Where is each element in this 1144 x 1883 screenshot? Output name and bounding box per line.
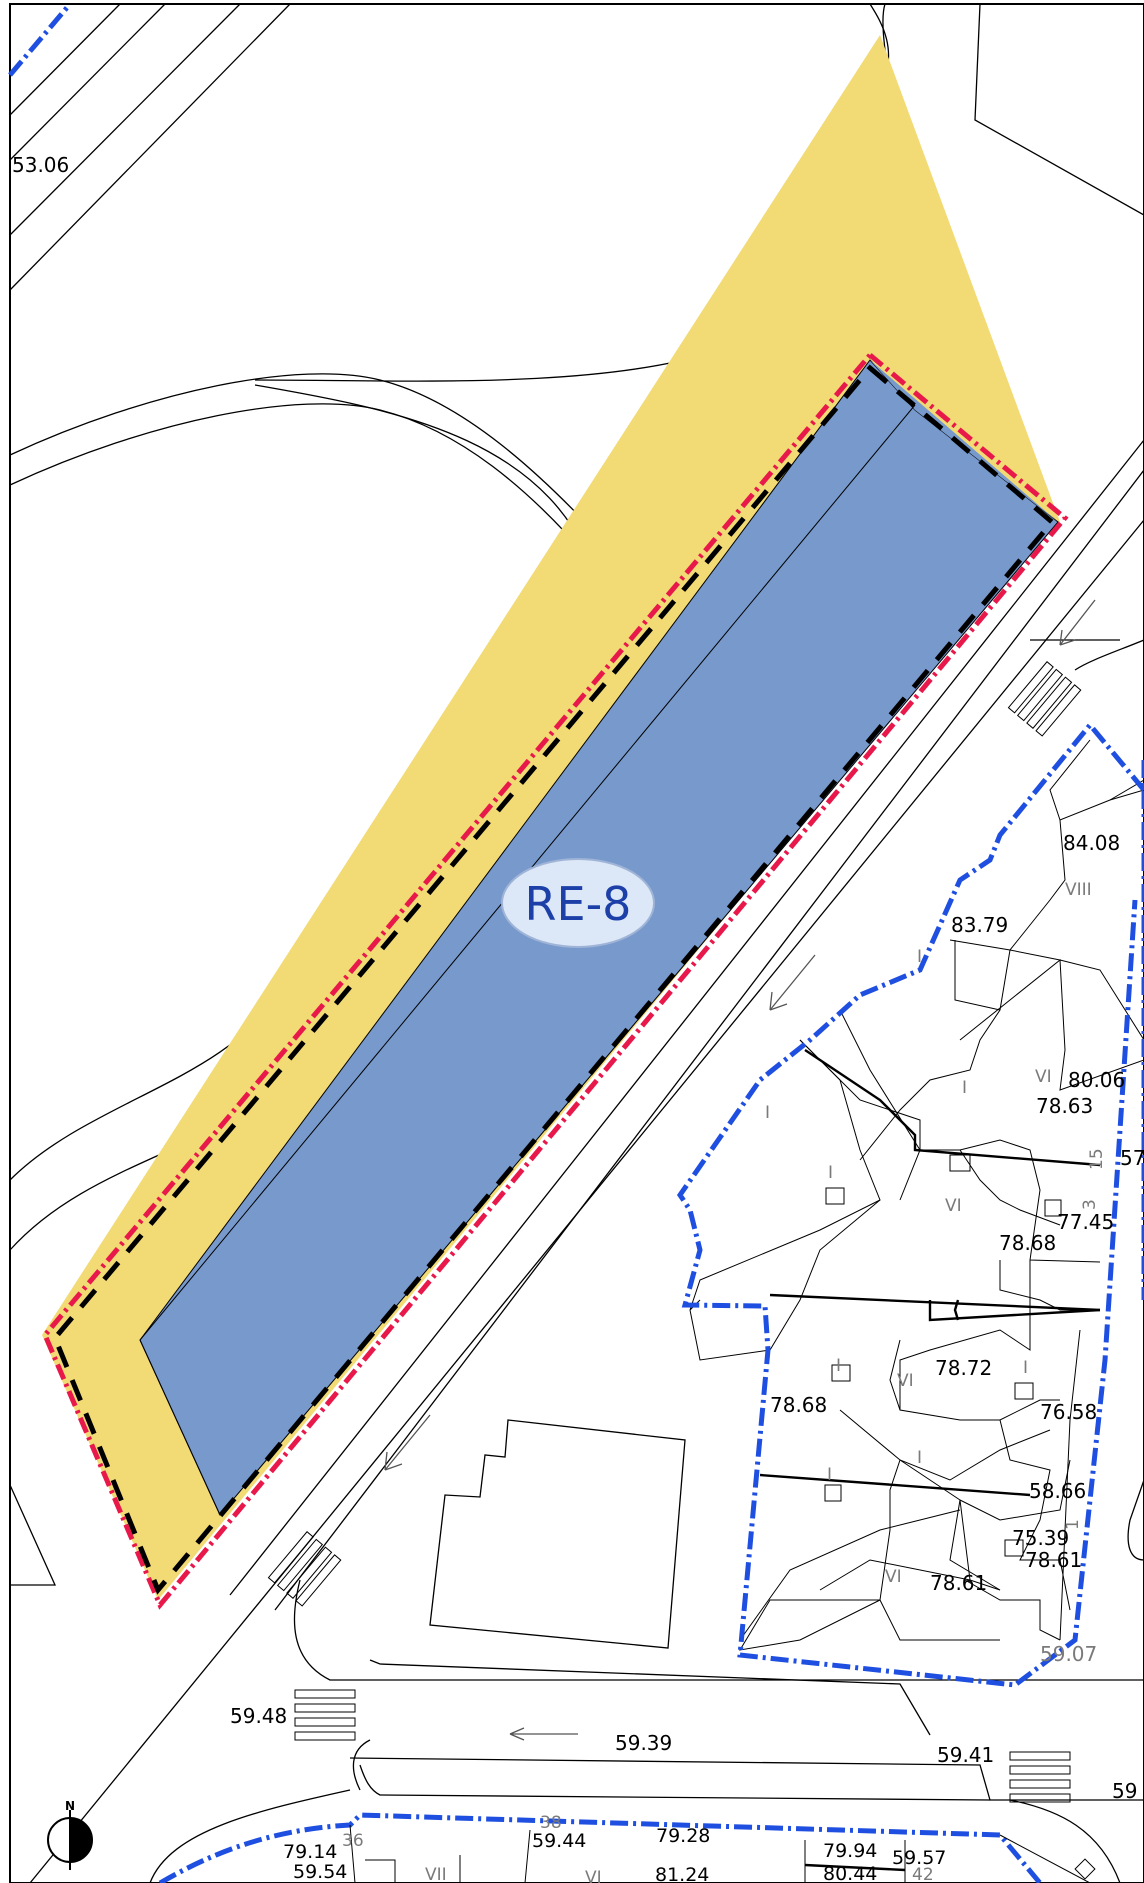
elevation-label: 84.08 xyxy=(1063,831,1120,855)
elevation-label: 79.14 xyxy=(283,1841,337,1863)
plot-label: RE-8 xyxy=(525,877,632,931)
plot-label-bubble xyxy=(501,858,655,948)
floor-label: I xyxy=(827,1465,832,1485)
north-arrow: N xyxy=(47,1799,93,1870)
diagonal-streets xyxy=(29,439,1144,1883)
elevation-label: 78.68 xyxy=(770,1393,827,1417)
elevation-label: 78.63 xyxy=(1036,1094,1093,1118)
floor-label: I xyxy=(828,1163,833,1183)
street-number: 57 xyxy=(1120,1146,1144,1170)
elevation-label: 59.48 xyxy=(230,1704,287,1728)
elevation-label: 80.06 xyxy=(1068,1068,1125,1092)
floor-label: VIII xyxy=(1065,880,1092,900)
elevation-label: 79.94 xyxy=(823,1840,877,1862)
elevation-label: 78.61 xyxy=(1025,1548,1082,1572)
elevation-label: 59.54 xyxy=(293,1861,347,1883)
floor-label: I xyxy=(917,1448,922,1468)
elevation-label: 78.72 xyxy=(935,1356,992,1380)
elevation-label: 59 xyxy=(1112,1779,1137,1803)
elevation-label: 76.58 xyxy=(1040,1400,1097,1424)
street-number: 3 xyxy=(1080,1199,1100,1210)
north-letter: N xyxy=(65,1799,75,1813)
floor-label: I xyxy=(917,947,922,967)
floor-label: VII xyxy=(425,1865,447,1883)
elevation-label: 83.79 xyxy=(951,913,1008,937)
plot-re8: RE-8 xyxy=(42,35,1069,1610)
floor-label: VI xyxy=(945,1196,962,1216)
street-numbers: 15 3 1 38 36 42 57 xyxy=(342,1146,1144,1883)
traffic-arrows xyxy=(384,599,1096,1741)
elevation-label: 53.06 xyxy=(12,153,69,177)
block-bottom xyxy=(349,1824,1096,1883)
elevation-label: 79.28 xyxy=(656,1825,710,1847)
building-outline xyxy=(429,1419,686,1649)
elevation-label: 81.24 xyxy=(655,1864,709,1883)
street-number: 36 xyxy=(342,1831,364,1851)
floor-label: I xyxy=(836,1356,841,1376)
floor-labels: VIII I VI I I I VI I VI I I I VI VII VI xyxy=(425,880,1092,1883)
floor-label: VI xyxy=(585,1868,602,1883)
elevation-labels: 53.06 84.08 83.79 80.06 78.63 77.45 78.6… xyxy=(12,153,1137,1883)
elevation-label: 59.44 xyxy=(532,1830,586,1852)
elevation-label: 59.07 xyxy=(1040,1642,1097,1666)
crosswalks xyxy=(267,661,1082,1803)
street-number: 15 xyxy=(1087,1148,1107,1170)
elevation-label: 59.57 xyxy=(892,1847,946,1869)
street-number: 42 xyxy=(912,1865,934,1883)
elevation-label: 59.41 xyxy=(937,1743,994,1767)
street-number: 1 xyxy=(1063,1519,1083,1530)
elevation-label: 58.66 xyxy=(1029,1479,1086,1503)
floor-label: I xyxy=(765,1103,770,1123)
elevation-label: 78.61 xyxy=(930,1571,987,1595)
floor-label: I xyxy=(1023,1358,1028,1378)
street-number: 38 xyxy=(540,1813,562,1833)
floor-label: I xyxy=(962,1078,967,1098)
floor-label: VI xyxy=(897,1371,914,1391)
elevation-label: 59.39 xyxy=(615,1731,672,1755)
block-right xyxy=(158,721,1144,1883)
floor-label: VI xyxy=(885,1567,902,1587)
elevation-label: 78.68 xyxy=(999,1231,1056,1255)
floor-label: VI xyxy=(1035,1067,1052,1087)
elevation-label: 80.44 xyxy=(823,1863,877,1883)
street-lines-topleft xyxy=(8,2,291,291)
elevation-label: 77.45 xyxy=(1057,1210,1114,1234)
elevation-label: 75.39 xyxy=(1012,1526,1069,1550)
